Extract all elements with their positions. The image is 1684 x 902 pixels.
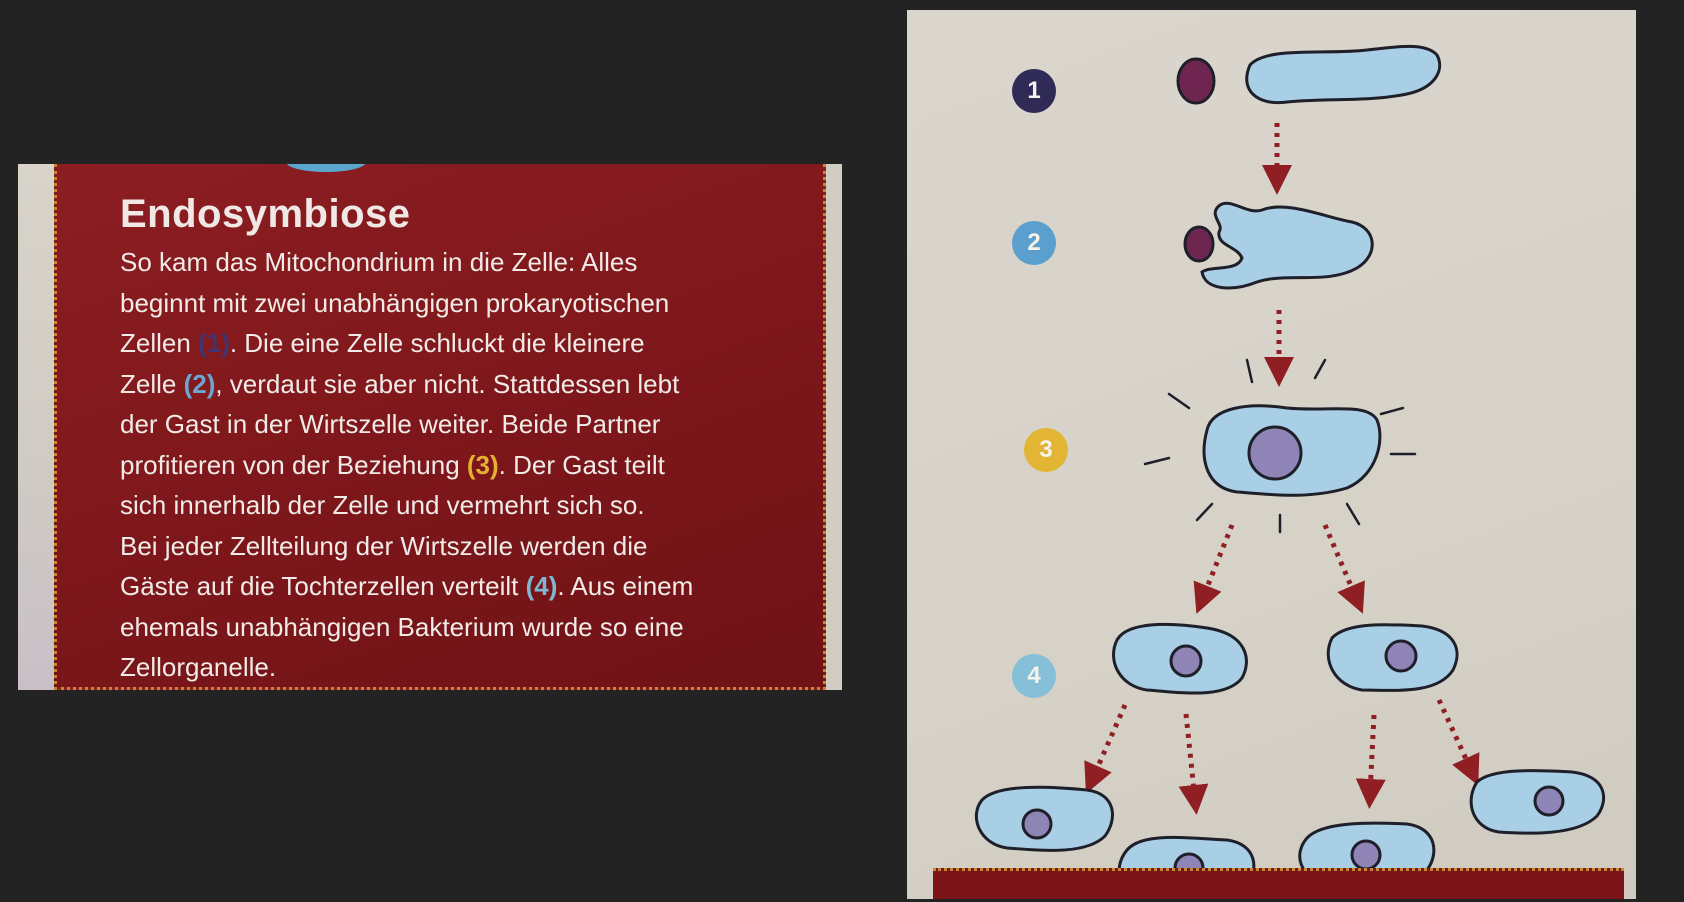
mitochondrion <box>1533 785 1565 817</box>
card-title: Endosymbiose <box>120 192 411 236</box>
arrow <box>1436 698 1480 786</box>
body-line: Bei jeder Zellteilung der Wirtszelle wer… <box>120 530 648 561</box>
reference-step-4: (4) <box>525 571 558 601</box>
host-cell-engulfing <box>1200 201 1374 290</box>
page-edge-right <box>826 164 842 690</box>
arrow <box>1178 713 1209 815</box>
endosymbiosis-text-card: Endosymbiose So kam das Mitochondrium in… <box>18 164 842 690</box>
red-info-panel <box>54 164 826 690</box>
diagram-canvas <box>974 44 1606 899</box>
step-badge-2: 2 <box>1012 221 1056 265</box>
body-line: ehemals unabhängigen Bakterium wurde so … <box>120 611 684 642</box>
arrow <box>1193 524 1235 614</box>
host-cell <box>1245 44 1442 105</box>
endosymbiosis-diagram: 1 2 3 4 <box>907 10 1636 899</box>
body-line: Gäste auf die Tochterzellen verteilt (4)… <box>120 571 694 601</box>
body-line: So kam das Mitochondrium in die Zelle: A… <box>120 247 638 277</box>
reference-step-2: (2) <box>183 368 216 399</box>
step-badge-1: 1 <box>1012 69 1056 113</box>
body-line: beginnt mit zwei unabhängigen prokaryoti… <box>120 287 670 318</box>
bacterium-engulfed <box>1183 225 1215 263</box>
step-badge-4: 4 <box>1012 654 1056 698</box>
body-line: der Gast in der Wirtszelle weiter. Beide… <box>120 409 661 439</box>
body-line: Zellorganelle. <box>120 652 277 682</box>
activity-rays <box>1143 358 1417 534</box>
body-line: Zelle (2), verdaut sie aber nicht. Statt… <box>120 368 680 399</box>
reference-step-1: (1) <box>198 328 230 358</box>
body-line: sich innerhalb der Zelle und vermehrt si… <box>120 490 645 520</box>
body-line: profitieren von der Beziehung (3). Der G… <box>120 449 665 480</box>
blue-decoration <box>286 164 366 172</box>
mitochondrion <box>1169 644 1203 678</box>
arrow <box>1322 524 1365 614</box>
mitochondrion <box>1247 425 1303 481</box>
bacterium <box>1176 57 1216 105</box>
card-body-text: So kam das Mitochondrium in die Zelle: A… <box>120 242 800 688</box>
reference-step-3: (3) <box>466 449 499 480</box>
page-edge-left <box>18 164 60 690</box>
mitochondrion <box>1384 639 1418 673</box>
red-footer-band <box>933 868 1624 899</box>
mitochondrion <box>1350 839 1382 871</box>
step-badge-3: 3 <box>1024 428 1068 472</box>
body-line: Zellen (1). Die eine Zelle schluckt die … <box>120 328 645 358</box>
mitochondrion <box>1021 808 1053 840</box>
arrow <box>1355 714 1386 809</box>
arrow <box>1084 703 1128 794</box>
